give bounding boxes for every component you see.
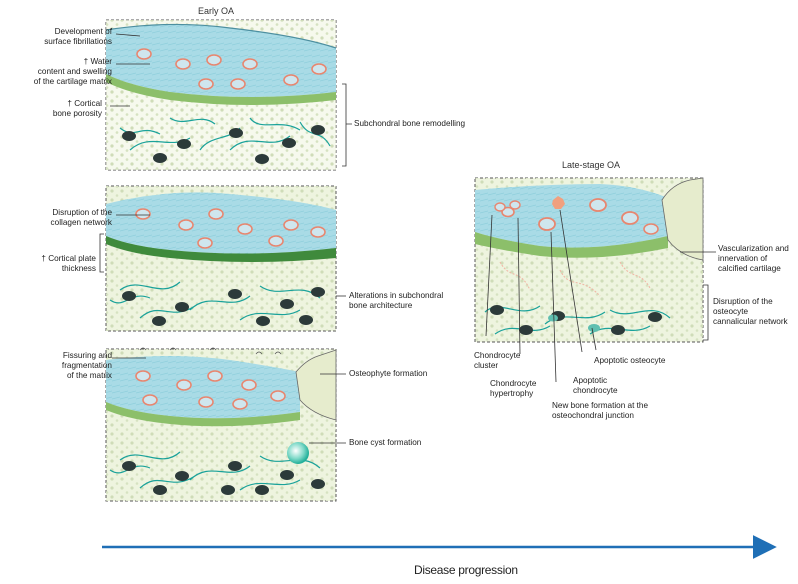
late-oa-title: Late-stage OA — [562, 160, 621, 170]
leader-lines — [99, 33, 716, 444]
label-bone-cyst: Bone cyst formation — [349, 438, 422, 447]
panel-early-2 — [105, 185, 337, 332]
label-fissuring: Fissuring and fragmentation of the matri… — [61, 351, 112, 380]
chondrocytes-panel-2 — [135, 208, 326, 249]
late-osteocytes — [490, 305, 662, 335]
chondrocytes-panel-3 — [135, 370, 286, 410]
chondrocytes-panel-1 — [136, 48, 327, 90]
label-vascularization: Vascularization and innervation of calci… — [718, 244, 789, 273]
early-oa-title: Early OA — [198, 6, 235, 16]
label-collagen-network: Disruption of the collagen network — [50, 208, 112, 227]
panel-early-1 — [105, 19, 337, 171]
disease-progression-label: Disease progression — [414, 563, 518, 577]
label-subchondral-architecture: Alterations in subchondral bone architec… — [349, 291, 444, 310]
label-surface-fibrillations: Development of surface fibrillations — [44, 27, 112, 46]
late-chondrocytes — [494, 196, 659, 235]
osteocytes-panel-1 — [122, 125, 325, 164]
label-cortical-plate: † Cortical plate thickness — [41, 254, 96, 273]
osteocytes-panel-2 — [122, 287, 325, 326]
label-chondrocyte-hypertrophy: Chondrocyte hypertrophy — [490, 379, 537, 398]
label-subchondral-remodelling: Subchondral bone remodelling — [354, 119, 466, 128]
label-chondrocyte-cluster: Chondrocyte cluster — [474, 351, 521, 370]
label-osteophyte: Osteophyte formation — [349, 369, 428, 378]
panel-late-stage — [474, 177, 704, 343]
label-new-bone-formation: New bone formation at the osteochondral … — [552, 401, 649, 420]
bone-cyst — [287, 442, 309, 464]
label-apoptotic-osteocyte: Apoptotic osteocyte — [594, 356, 666, 365]
label-cortical-porosity: † Cortical bone porosity — [52, 99, 102, 118]
osteocytes-panel-3 — [122, 461, 325, 495]
label-water-content: † Water content and swelling of the cart… — [33, 57, 112, 86]
label-osteocyte-network: Disruption of the osteocyte cannalicular… — [713, 297, 788, 326]
label-apoptotic-chondrocyte: Apoptotic chondrocyte — [573, 376, 618, 395]
